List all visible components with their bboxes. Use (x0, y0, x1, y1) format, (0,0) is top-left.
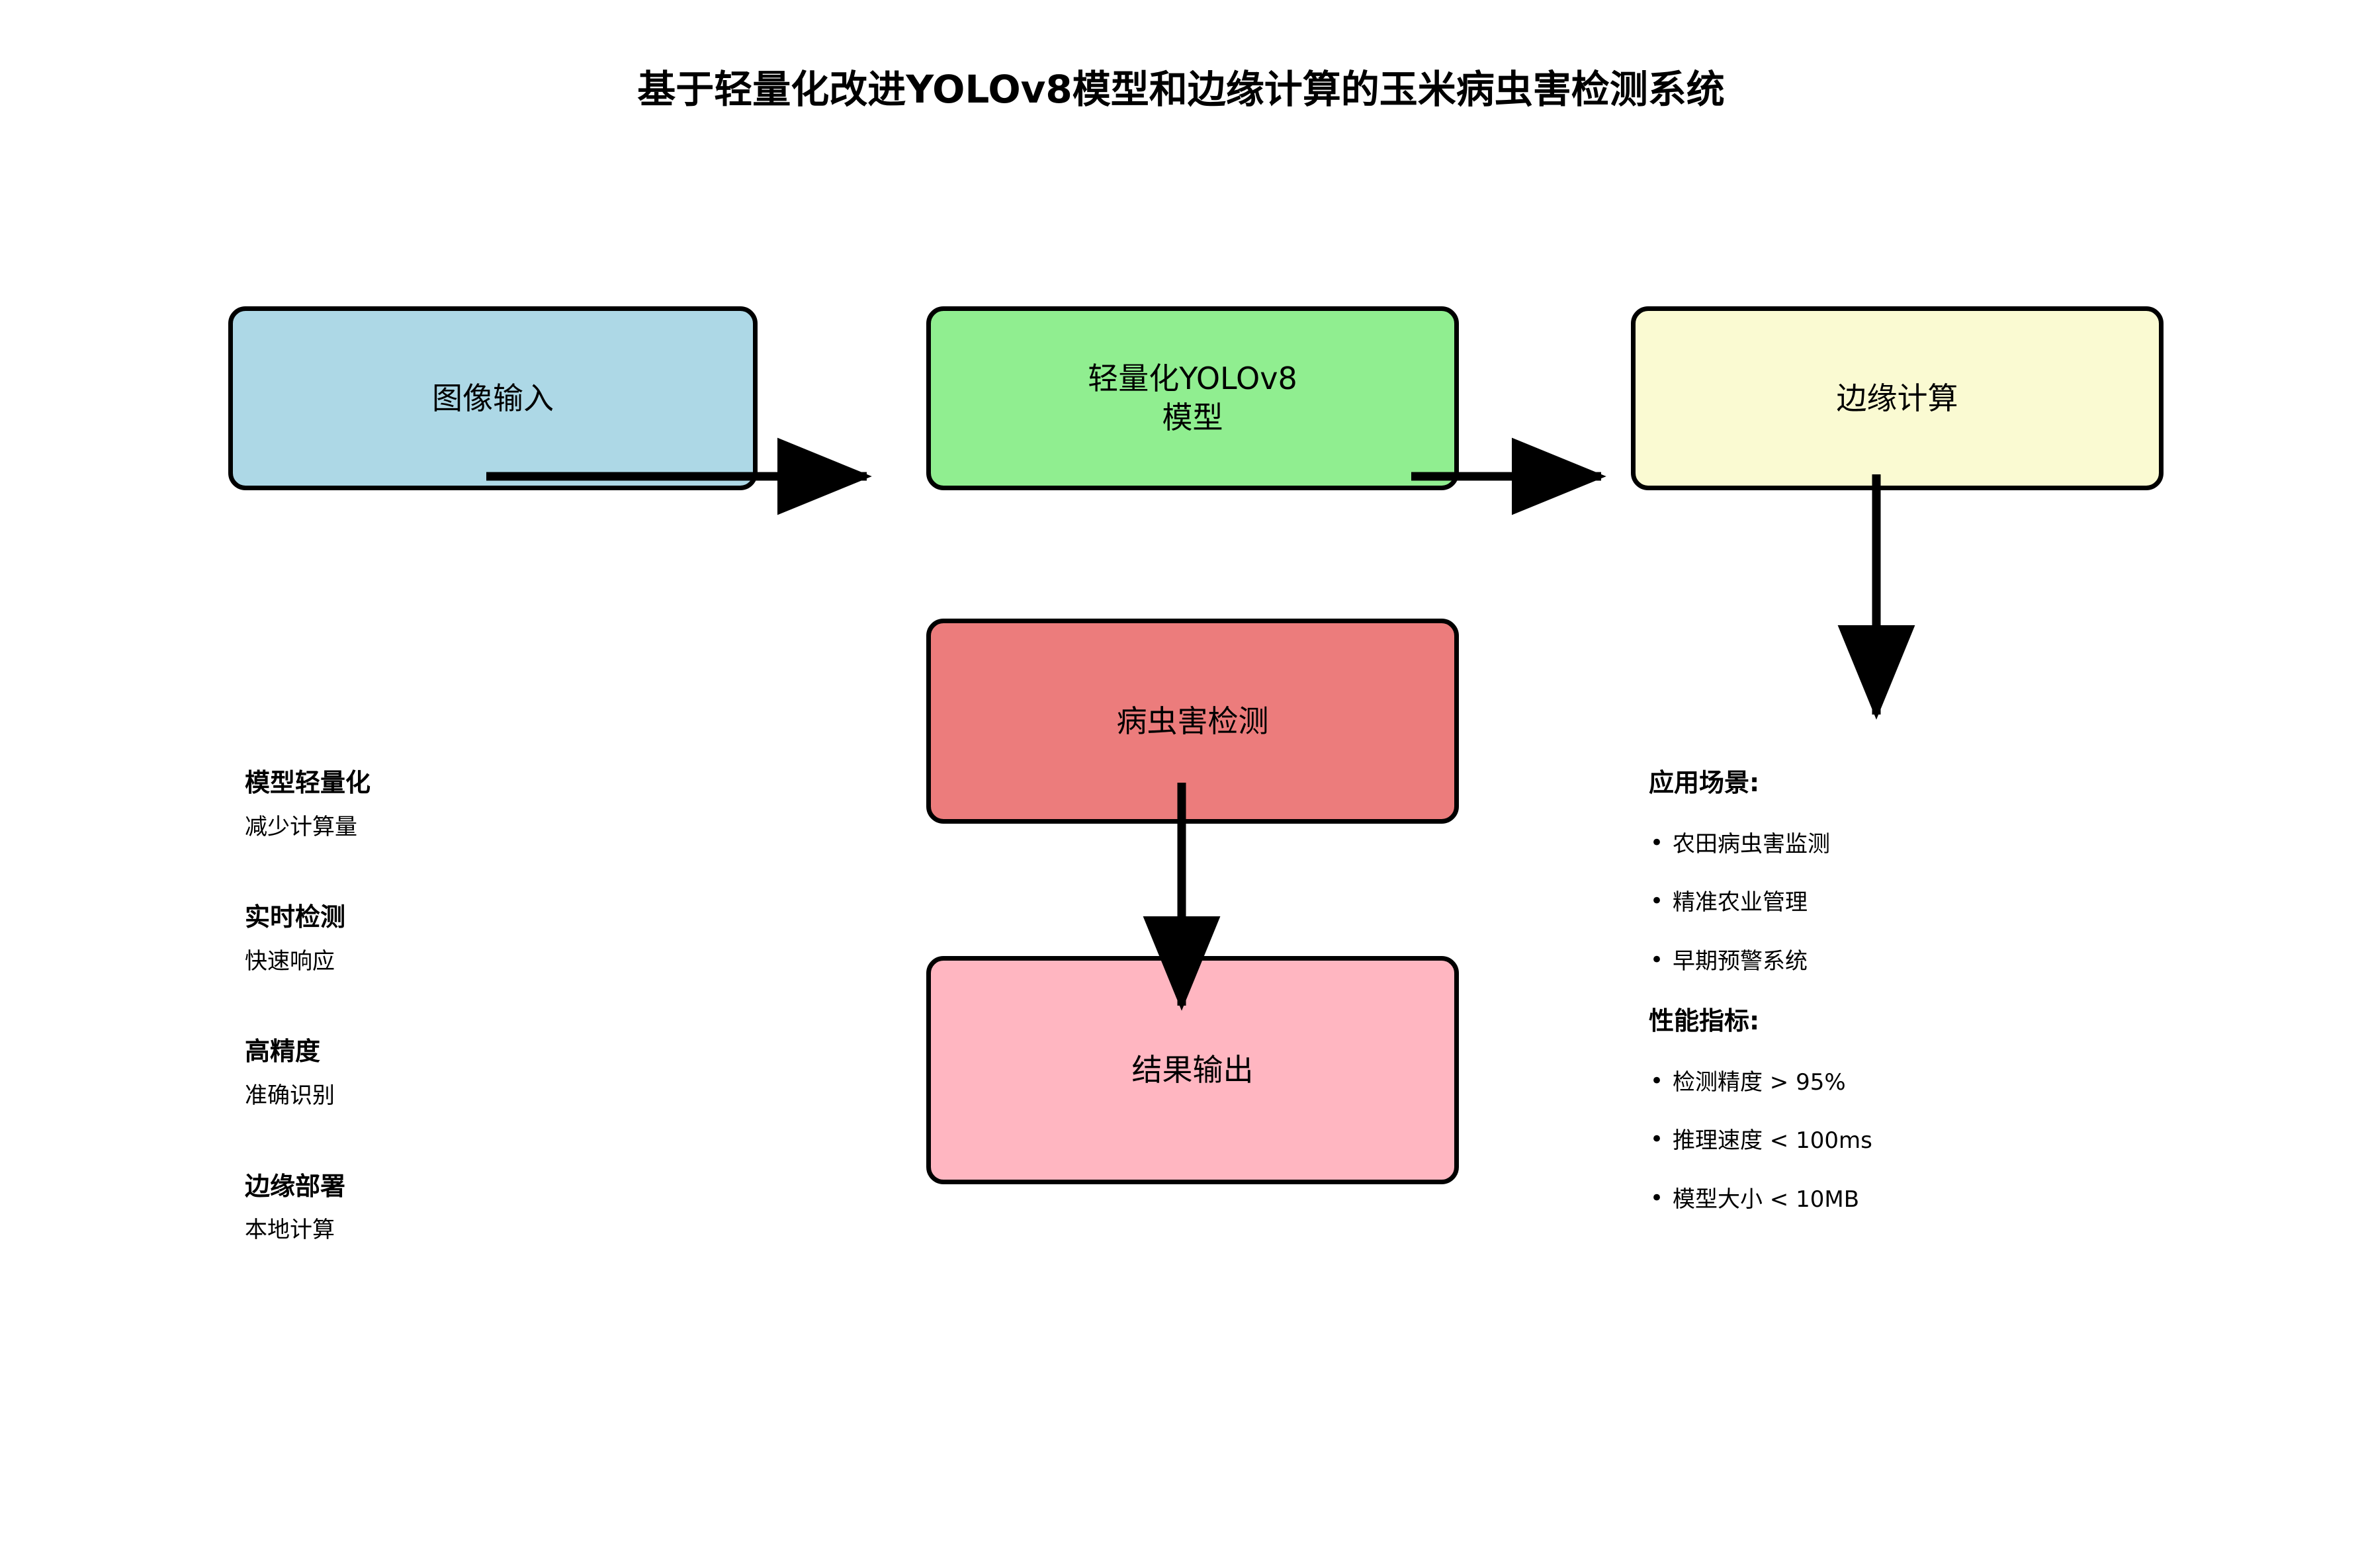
features-column: 模型轻量化 减少计算量 实时检测 快速响应 高精度 准确识别 边缘部署 本地计算 (245, 769, 655, 1243)
flow-node-yolo-model-label: 轻量化YOLOv8 模型 (1088, 361, 1297, 435)
scenarios-heading: 应用场景: (1649, 768, 1760, 797)
flow-node-edge-compute[interactable]: 边缘计算 (1631, 306, 2164, 490)
flow-node-pest-detect-label: 病虫害检测 (1116, 703, 1269, 739)
feature-item: 模型轻量化 减少计算量 (245, 769, 655, 840)
feature-title: 模型轻量化 (245, 768, 371, 797)
scenarios-list: 农田病虫害监测 精准农业管理 早期预警系统 (1649, 831, 2218, 974)
feature-desc: 减少计算量 (245, 813, 357, 840)
flow-node-result-output-label: 结果输出 (1131, 1052, 1254, 1088)
feature-title: 实时检测 (245, 902, 346, 932)
feature-item: 高精度 准确识别 (245, 1038, 655, 1108)
feature-title: 高精度 (245, 1037, 321, 1067)
feature-desc: 准确识别 (245, 1082, 335, 1110)
list-item: 农田病虫害监测 (1649, 831, 2218, 857)
feature-desc: 本地计算 (245, 1217, 335, 1244)
flow-node-image-input-label: 图像输入 (432, 380, 554, 416)
list-item: 推理速度 < 100ms (1649, 1127, 2218, 1153)
flow-node-yolo-model[interactable]: 轻量化YOLOv8 模型 (926, 306, 1459, 490)
flow-node-image-input[interactable]: 图像输入 (228, 306, 758, 490)
list-item: 检测精度 > 95% (1649, 1069, 2218, 1095)
list-item: 模型大小 < 10MB (1649, 1186, 2218, 1212)
flow-node-pest-detect[interactable]: 病虫害检测 (926, 619, 1459, 824)
metrics-list: 检测精度 > 95% 推理速度 < 100ms 模型大小 < 10MB (1649, 1069, 2218, 1212)
right-column: 应用场景: 农田病虫害监测 精准农业管理 早期预警系统 性能指标: 检测精度 >… (1649, 769, 2218, 1246)
list-item: 早期预警系统 (1649, 948, 2218, 974)
flow-node-result-output[interactable]: 结果输出 (926, 956, 1459, 1184)
feature-desc: 快速响应 (245, 947, 335, 975)
feature-title: 边缘部署 (245, 1171, 346, 1201)
page-title: 基于轻量化改进YOLOv8模型和边缘计算的玉米病虫害检测系统 (637, 67, 1725, 112)
list-item: 精准农业管理 (1649, 889, 2218, 915)
metrics-heading: 性能指标: (1649, 1006, 1760, 1035)
feature-item: 边缘部署 本地计算 (245, 1171, 655, 1244)
feature-item: 实时检测 快速响应 (245, 902, 655, 975)
flow-node-edge-compute-label: 边缘计算 (1836, 380, 1958, 416)
